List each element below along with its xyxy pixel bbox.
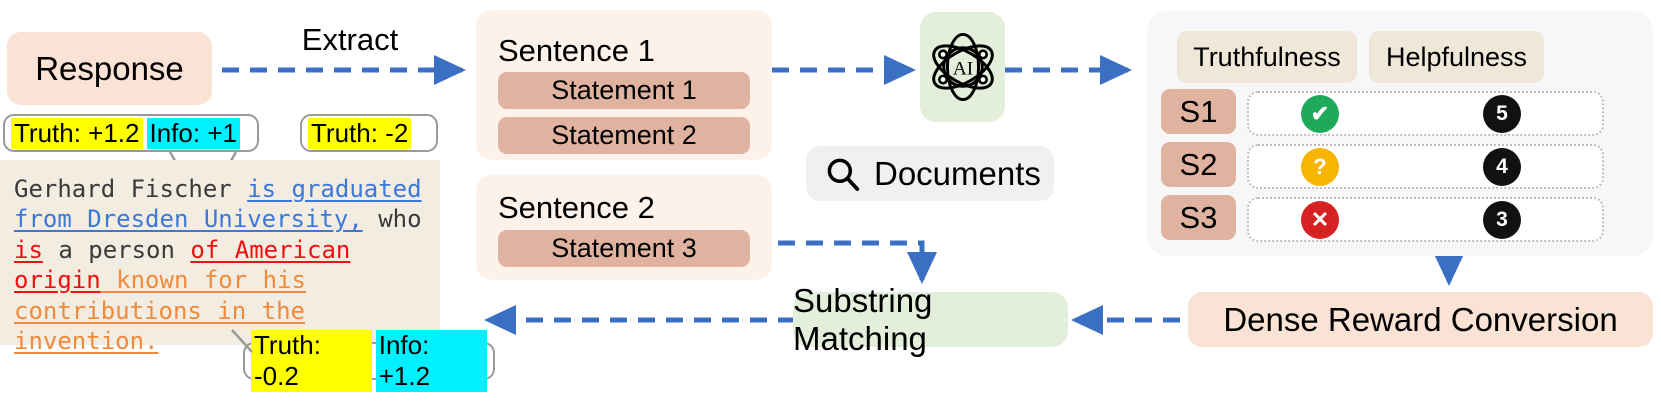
question-circle-icon: ? [1301, 148, 1339, 186]
helpfulness-score-badge: 5 [1483, 95, 1521, 133]
sentence-label: Sentence 1 [498, 33, 655, 68]
statement-label: Statement 1 [551, 75, 697, 105]
svg-text:AI: AI [952, 58, 972, 79]
helpfulness-score: 5 [1483, 95, 1521, 133]
check-circle-icon: ✔ [1301, 95, 1339, 133]
response-segment-plain-2: who [362, 205, 422, 234]
statement-chip[interactable]: Statement 1 [498, 72, 750, 109]
callout-info-value: Info: +1.2 [375, 330, 487, 392]
response-segment-orange-1: known for his contributions in the inven… [14, 266, 306, 356]
ai-node[interactable]: AI [920, 12, 1005, 122]
dense-reward-conversion-node[interactable]: Dense Reward Conversion [1188, 292, 1653, 347]
response-segment-plain-1: Gerhard Fischer [14, 175, 248, 203]
callout-top-mid: Truth: -2 [300, 114, 438, 152]
table-row: ✔ 5 [1247, 91, 1604, 136]
evaluation-panel: Truthfulness Helpfulness S1 ✔ 5 S2 ? 4 S… [1147, 11, 1653, 256]
column-header-truthfulness: Truthfulness [1177, 31, 1357, 83]
sentence-card-1[interactable]: Sentence 1 Statement 1 Statement 2 [476, 10, 772, 160]
row-label-s3: S3 [1161, 195, 1236, 240]
arrow-sentence2-to-substring [778, 240, 937, 285]
dense-reward-conversion-label: Dense Reward Conversion [1223, 300, 1618, 338]
row-label-s1: S1 [1161, 89, 1236, 134]
documents-label: Documents [874, 154, 1041, 192]
sentence-card-2[interactable]: Sentence 2 Statement 3 [476, 175, 772, 280]
sentence-label: Sentence 2 [498, 190, 655, 225]
ai-atom-icon: AI [931, 32, 994, 102]
statement-label: Statement 3 [551, 233, 697, 263]
response-segment-plain-3: a person [42, 235, 191, 264]
response-label: Response [35, 49, 184, 87]
helpfulness-score: 4 [1483, 148, 1521, 186]
table-row: ✕ 3 [1247, 197, 1604, 242]
statement-chip[interactable]: Statement 3 [498, 230, 750, 267]
column-header-helpfulness: Helpfulness [1369, 31, 1544, 83]
callout-truth-value: Truth: -0.2 [251, 330, 372, 392]
response-segment-red-2: of American origin [14, 235, 351, 295]
row-label-s2: S2 [1161, 142, 1236, 187]
helpfulness-score: 3 [1483, 201, 1521, 239]
statement-chip[interactable]: Statement 2 [498, 117, 750, 154]
extract-arrow-label: Extract [301, 22, 399, 57]
substring-matching-node[interactable]: Substring Matching [793, 282, 1068, 357]
callout-bottom: Truth: -0.2 Info: +1.2 [243, 330, 495, 392]
response-segment-blue-1: is graduated from Dresden University, [14, 175, 422, 234]
callout-truth-value: Truth: +1.2 [11, 117, 143, 149]
cross-circle-icon: ✕ [1301, 201, 1339, 239]
statement-label: Statement 2 [551, 120, 697, 150]
documents-node[interactable]: Documents [806, 146, 1054, 201]
callout-info-value: Info: +1 [146, 117, 240, 149]
helpfulness-score-badge: 3 [1483, 201, 1521, 239]
response-text-panel: Gerhard Fischer is graduated from Dresde… [0, 160, 440, 355]
substring-matching-label: Substring Matching [793, 281, 933, 357]
table-row: ? 4 [1247, 144, 1604, 189]
callout-top-left: Truth: +1.2 Info: +1 [3, 114, 259, 152]
helpfulness-score-badge: 4 [1483, 148, 1521, 186]
search-icon [827, 158, 860, 191]
response-node[interactable]: Response [7, 32, 212, 105]
response-segment-red-1: is [14, 235, 43, 264]
callout-truth-value: Truth: -2 [308, 117, 412, 149]
